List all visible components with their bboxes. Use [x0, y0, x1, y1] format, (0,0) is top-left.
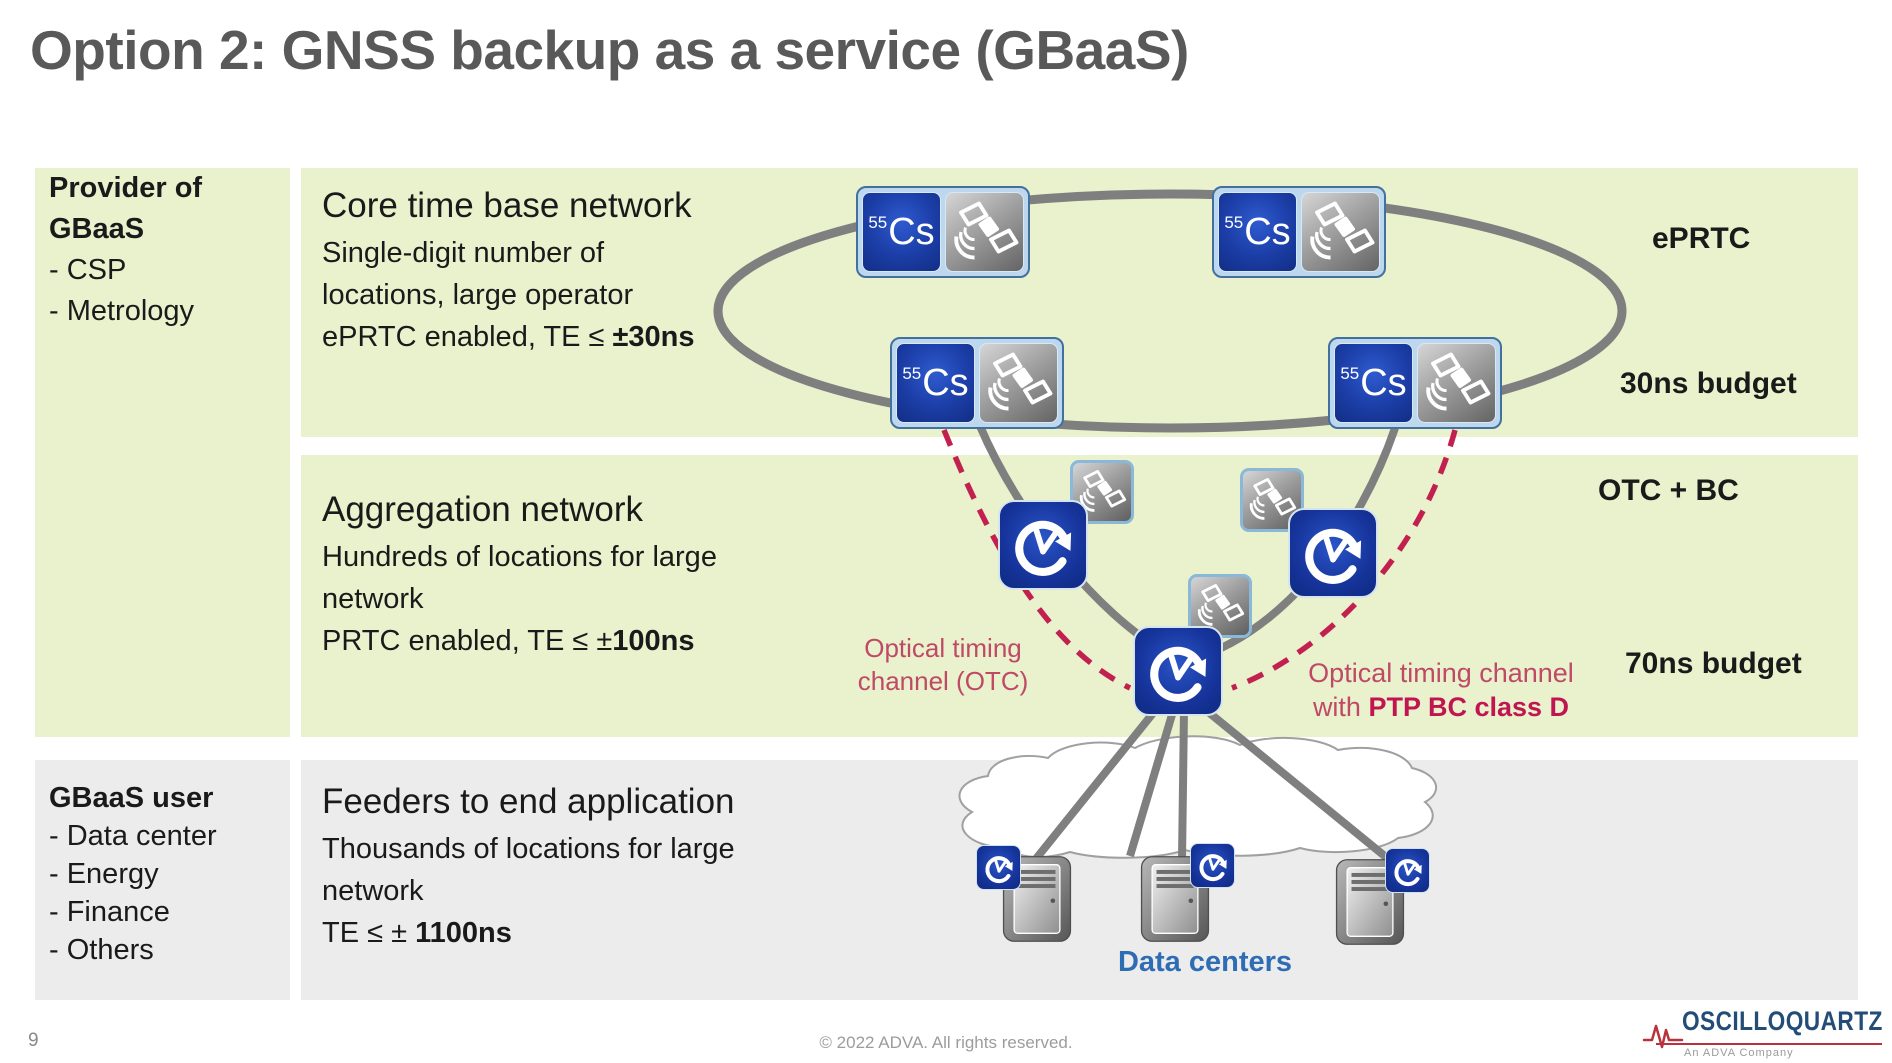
- core-value-line: ePRTC enabled, TE ≤ ±30ns: [322, 321, 695, 353]
- user-band: [35, 760, 290, 1000]
- user-item: - Others: [49, 934, 154, 966]
- budget-70ns-label: 70ns budget: [1625, 647, 1802, 680]
- core-te-value: ±30ns: [612, 321, 695, 353]
- gnss-satellite-icon: [1417, 343, 1496, 423]
- provider-item: - Metrology: [49, 295, 195, 327]
- clock-badge-icon: [976, 845, 1021, 890]
- feeders-line: network: [322, 875, 424, 907]
- provider-band: [35, 168, 290, 737]
- user-title: GBaaS user: [49, 782, 214, 814]
- eprtc-label: ePRTC: [1652, 222, 1751, 255]
- clock-badge-icon: [1190, 843, 1235, 888]
- otc-bc-label: OTC + BC: [1598, 474, 1739, 507]
- provider-item: - CSP: [49, 254, 127, 286]
- logo-underline: [1656, 1043, 1882, 1045]
- feeders-value-line: TE ≤ ± 1100ns: [322, 917, 512, 949]
- boundary-clock-icon: [998, 500, 1088, 590]
- budget-30ns-label: 30ns budget: [1620, 367, 1797, 400]
- slide-title: Option 2: GNSS backup as a service (GBaa…: [30, 19, 1189, 81]
- feeders-heading: Feeders to end application: [322, 782, 735, 821]
- feeders-text-block: Feeders to end application Thousands of …: [322, 776, 735, 954]
- oscilloquartz-logo: OSCILLOQUARTZ An ADVA Company: [1642, 1002, 1886, 1060]
- copyright-text: © 2022 ADVA. All rights reserved.: [819, 1033, 1073, 1052]
- gnss-satellite-icon: [979, 343, 1058, 423]
- feeders-te-value: 1100ns: [415, 917, 512, 949]
- aggregation-text-block: Aggregation network Hundreds of location…: [322, 484, 717, 662]
- page-number: 9: [28, 1030, 39, 1051]
- logo-wordmark: OSCILLOQUARTZ: [1682, 1006, 1883, 1036]
- gnss-satellite-icon: [945, 192, 1024, 272]
- aggregation-te-value: 100ns: [612, 625, 695, 657]
- gnss-satellite-icon: [1301, 192, 1380, 272]
- clock-badge-icon: [1385, 848, 1430, 893]
- logo-tagline: An ADVA Company: [1684, 1047, 1794, 1059]
- boundary-clock-icon: [1133, 626, 1223, 716]
- otc-bc-class-d-label: Optical timing channel with PTP BC class…: [1308, 658, 1574, 722]
- provider-title: Provider of GBaaS: [49, 172, 203, 245]
- provider-text-block: Provider of GBaaS - CSP - Metrology: [49, 168, 279, 332]
- aggregation-value-line: PRTC enabled, TE ≤ ±100ns: [322, 625, 695, 657]
- user-text-block: GBaaS user - Data center - Energy - Fina…: [49, 779, 279, 969]
- user-item: - Finance: [49, 896, 170, 928]
- logo-pulse-icon: [1642, 1024, 1684, 1049]
- user-item: - Data center: [49, 820, 217, 852]
- boundary-clock-icon: [1288, 508, 1378, 598]
- data-centers-label: Data centers: [1117, 946, 1293, 978]
- feeders-line: Thousands of locations for large: [322, 833, 735, 865]
- user-item: - Energy: [49, 858, 159, 890]
- core-line: Single-digit number of: [322, 237, 605, 269]
- aggregation-line: Hundreds of locations for large: [322, 541, 717, 573]
- core-heading: Core time base network: [322, 186, 692, 225]
- aggregation-heading: Aggregation network: [322, 490, 644, 529]
- core-line: locations, large operator: [322, 279, 634, 311]
- otc-channel-label: Optical timing channel (OTC): [857, 633, 1029, 696]
- aggregation-line: network: [322, 583, 424, 615]
- core-text-block: Core time base network Single-digit numb…: [322, 180, 695, 358]
